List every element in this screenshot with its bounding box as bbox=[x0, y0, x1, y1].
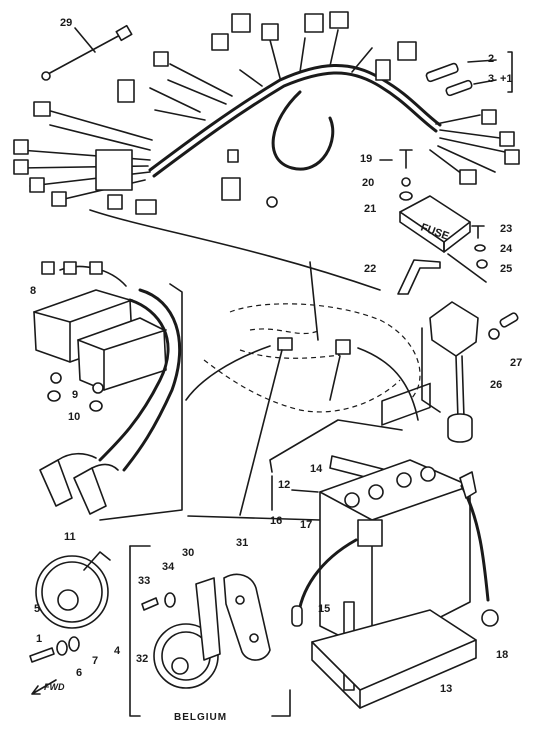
wire-harness bbox=[13, 11, 520, 215]
callout-27: 27 bbox=[510, 357, 522, 369]
callout-17: 17 bbox=[300, 519, 312, 531]
callout-11: 11 bbox=[64, 531, 76, 543]
fwd-direction-label: FWD bbox=[44, 682, 65, 692]
callout-2: 2 bbox=[488, 53, 494, 65]
callout-32: 32 bbox=[136, 653, 148, 665]
callout-23: 23 bbox=[500, 223, 512, 235]
callout-1-group: +1 bbox=[500, 73, 513, 85]
callout-1: 1 bbox=[36, 633, 42, 645]
fuse-box-assembly: FUSE bbox=[379, 149, 488, 295]
callout-4: 4 bbox=[114, 645, 121, 657]
callout-5: 5 bbox=[34, 603, 40, 615]
callout-6: 6 bbox=[76, 667, 82, 679]
belgium-label: BELGIUM bbox=[174, 712, 227, 723]
callout-31: 31 bbox=[236, 537, 248, 549]
callout-12: 12 bbox=[278, 479, 290, 491]
callout-3: 3 bbox=[488, 73, 494, 85]
callout-24: 24 bbox=[500, 243, 513, 255]
parts-2-3-fuses bbox=[425, 51, 513, 97]
callout-7: 7 bbox=[92, 655, 98, 667]
callout-10: 10 bbox=[68, 411, 80, 423]
callout-9: 9 bbox=[72, 389, 78, 401]
callout-26: 26 bbox=[490, 379, 502, 391]
callout-30: 30 bbox=[182, 547, 194, 559]
callout-8: 8 bbox=[30, 285, 36, 297]
callout-20: 20 bbox=[362, 177, 374, 189]
callout-13: 13 bbox=[440, 683, 452, 695]
horn-assembly: FWD bbox=[29, 551, 111, 695]
callout-14: 14 bbox=[310, 463, 323, 475]
left-bracket-lines bbox=[99, 283, 321, 521]
callout-22: 22 bbox=[364, 263, 376, 275]
callout-33: 33 bbox=[138, 575, 150, 587]
callout-18: 18 bbox=[496, 649, 508, 661]
battery-assembly bbox=[269, 382, 499, 709]
ignition-coils bbox=[33, 261, 182, 515]
part-29-lead-wire bbox=[41, 24, 133, 81]
callout-16: 16 bbox=[270, 515, 282, 527]
rectifier-regulator bbox=[421, 301, 519, 443]
callout-15: 15 bbox=[318, 603, 330, 615]
callout-25: 25 bbox=[500, 263, 512, 275]
callout-21: 21 bbox=[364, 203, 376, 215]
belgium-horn-assembly bbox=[129, 545, 291, 717]
callout-29: 29 bbox=[60, 17, 72, 29]
frame-dashed-outline bbox=[89, 209, 421, 516]
callout-34: 34 bbox=[162, 561, 175, 573]
callout-labels: 29 2 3 +1 19 20 21 23 24 25 22 8 9 10 11… bbox=[30, 17, 522, 723]
callout-19: 19 bbox=[360, 153, 372, 165]
